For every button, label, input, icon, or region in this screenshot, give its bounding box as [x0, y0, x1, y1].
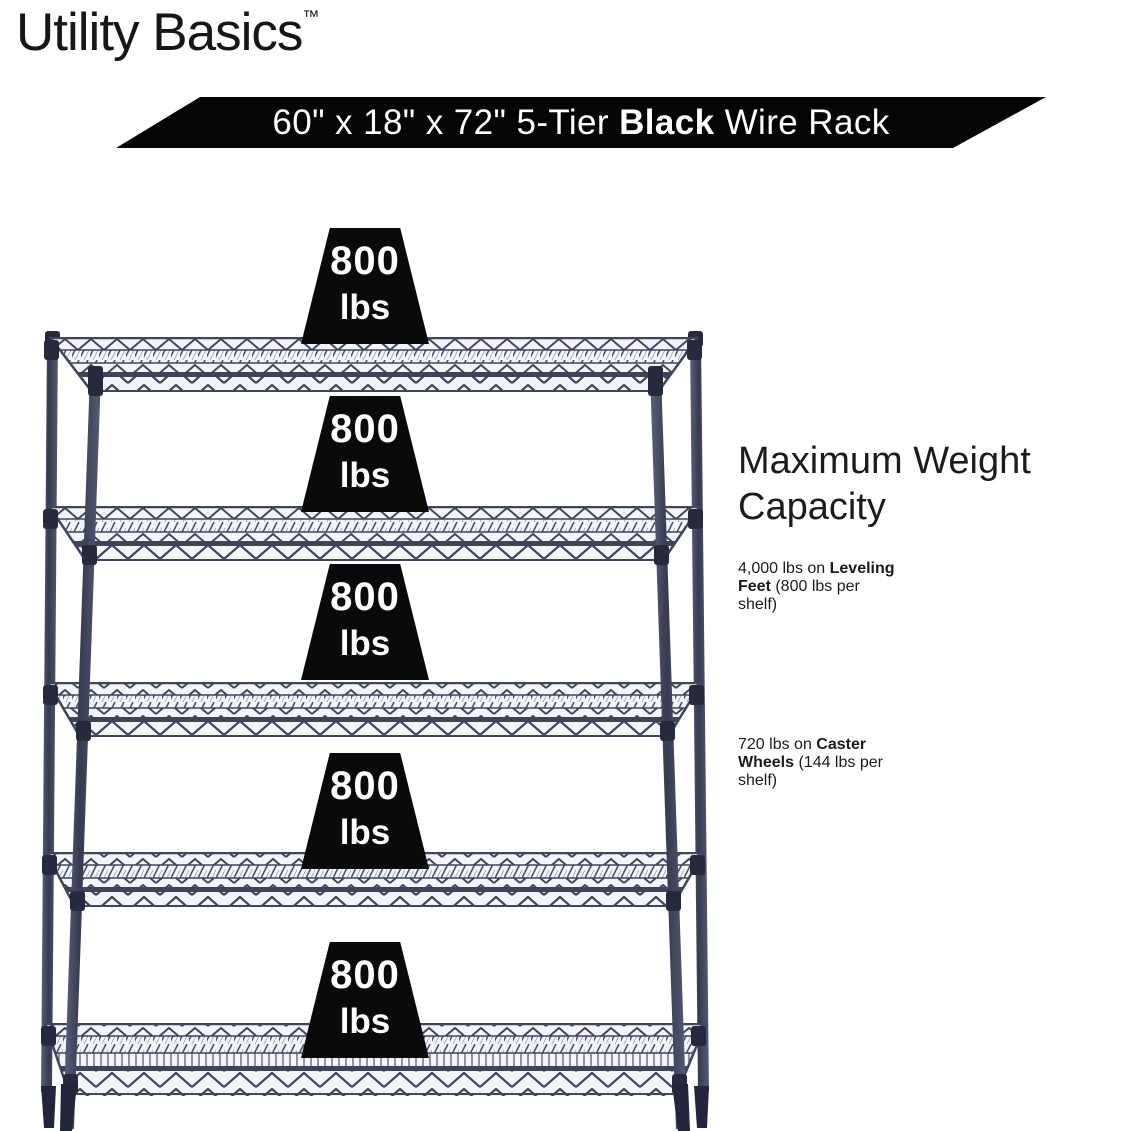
caster-l1-normal: 720 lbs on [738, 736, 817, 753]
title-banner: 60" x 18" x 72" 5-Tier Black Wire Rack [116, 97, 1046, 148]
rack-shelf-1 [49, 336, 700, 393]
weight-value: 800 [330, 953, 400, 997]
rack-leveling-feet [41, 1084, 709, 1131]
heading-line-2: Capacity [738, 486, 886, 528]
rack-shelf-2 [47, 505, 702, 562]
rack-shelf-5 [43, 1022, 708, 1097]
caster-l2-bold: Wheels [738, 754, 795, 771]
weight-value: 800 [330, 575, 400, 619]
banner-title: 60" x 18" x 72" 5-Tier Black Wire Rack [116, 97, 1046, 148]
weight-unit: lbs [339, 624, 391, 663]
leveling-line-3: shelf) [738, 596, 778, 613]
caster-l2-normal: (144 lbs per [794, 754, 883, 771]
leveling-feet-capacity: 4,000 lbs on Leveling Feet (800 lbs per … [738, 560, 895, 614]
leveling-l2-normal: (800 lbs per [770, 578, 860, 595]
leveling-l1-bold: Leveling [829, 560, 895, 577]
banner-title-bold: Black [619, 103, 715, 142]
trademark-symbol: ™ [302, 7, 320, 26]
leveling-l1-normal: 4,000 lbs on [738, 560, 830, 577]
weight-unit: lbs [339, 456, 391, 495]
banner-title-post: Wire Rack [714, 103, 890, 142]
max-weight-heading: Maximum Weight Capacity [738, 438, 1137, 530]
caster-l1-bold: Caster [816, 736, 867, 753]
rack-post-collars [41, 340, 706, 1094]
heading-line-1: Maximum Weight [738, 440, 1031, 482]
caster-line-3: shelf) [738, 772, 778, 789]
leveling-line-2: Feet (800 lbs per [738, 578, 895, 596]
weight-unit: lbs [339, 813, 391, 852]
weight-value: 800 [330, 239, 400, 283]
weight-unit: lbs [339, 1002, 391, 1041]
leveling-line-1: 4,000 lbs on Leveling [738, 560, 895, 578]
brand-logo: Utility Basics™ [16, 2, 319, 63]
rack-shelf-4 [44, 851, 706, 908]
rack-shelf-3 [46, 681, 704, 738]
leveling-l2-bold: Feet [738, 578, 771, 595]
weight-value: 800 [330, 764, 400, 808]
caster-wheels-capacity: 720 lbs on Caster Wheels (144 lbs per sh… [738, 736, 883, 790]
caster-line-1: 720 lbs on Caster [738, 736, 883, 754]
weight-value: 800 [330, 407, 400, 451]
weight-unit: lbs [339, 288, 391, 327]
caster-line-2: Wheels (144 lbs per [738, 754, 883, 772]
brand-name: Utility Basics [16, 3, 303, 62]
banner-title-pre: 60" x 18" x 72" 5-Tier [272, 103, 620, 142]
